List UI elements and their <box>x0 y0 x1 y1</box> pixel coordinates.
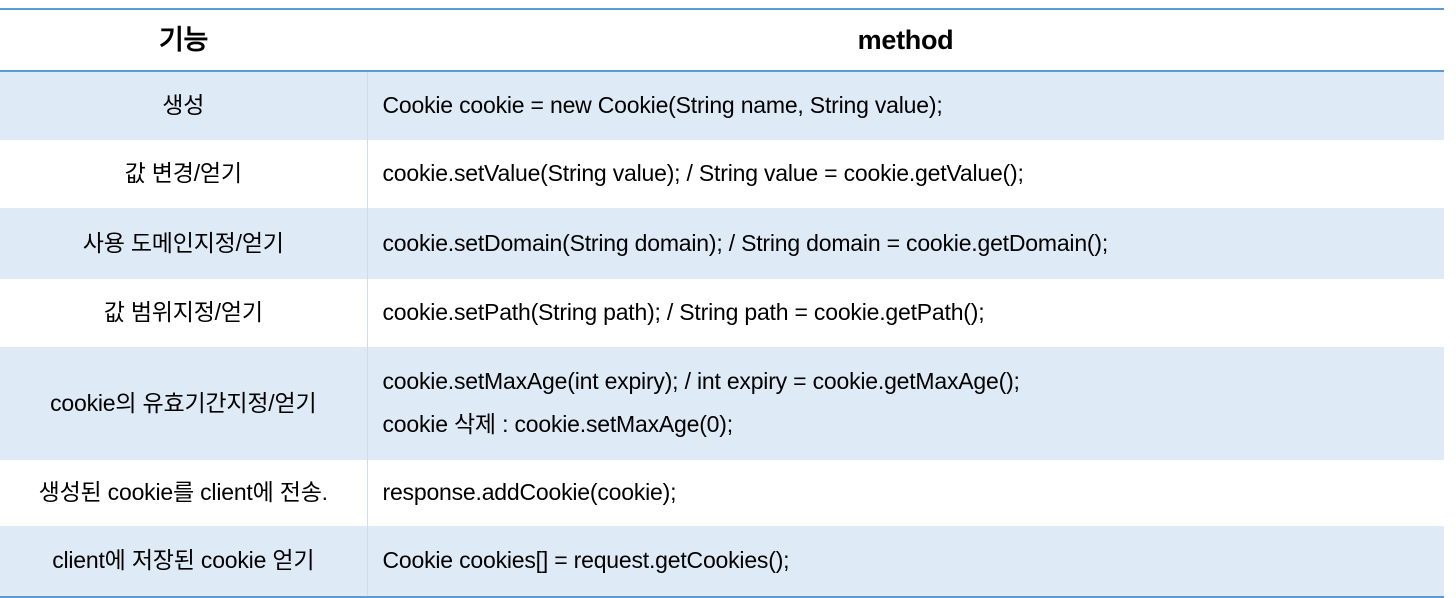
cell-method: cookie.setMaxAge(int expiry); / int expi… <box>367 347 1444 460</box>
cell-feature: 사용 도메인지정/얻기 <box>0 207 368 279</box>
method-line: cookie.setMaxAge(int expiry); / int expi… <box>382 367 1020 394</box>
cell-feature: 생성된 cookie를 client에 전송. <box>0 459 368 526</box>
cookie-method-table-container: 기능 method 생성 Cookie cookie = new Cookie(… <box>0 8 1444 598</box>
cookie-method-table: 기능 method 생성 Cookie cookie = new Cookie(… <box>0 8 1444 598</box>
cell-feature: 값 변경/얻기 <box>0 139 368 208</box>
table-row: 생성된 cookie를 client에 전송. response.addCook… <box>0 459 1444 526</box>
table-row: 생성 Cookie cookie = new Cookie(String nam… <box>0 70 1444 140</box>
cell-method: Cookie cookies[] = request.getCookies(); <box>367 525 1444 598</box>
cell-feature: cookie의 유효기간지정/얻기 <box>0 346 368 460</box>
table-row: cookie의 유효기간지정/얻기 cookie.setMaxAge(int e… <box>0 346 1444 460</box>
table-header-row: 기능 method <box>0 8 1444 72</box>
table-row: 값 범위지정/얻기 cookie.setPath(String path); /… <box>0 278 1444 347</box>
cell-method: cookie.setDomain(String domain); / Strin… <box>367 208 1444 279</box>
table-row: client에 저장된 cookie 얻기 Cookie cookies[] =… <box>0 525 1444 598</box>
column-header-method: method <box>367 8 1444 72</box>
cell-feature: 값 범위지정/얻기 <box>0 278 368 347</box>
cell-method: Cookie cookie = new Cookie(String name, … <box>367 71 1444 140</box>
method-line: response.addCookie(cookie); <box>382 479 677 506</box>
table-body: 생성 Cookie cookie = new Cookie(String nam… <box>0 70 1444 598</box>
method-line: cookie.setValue(String value); / String … <box>382 160 1024 187</box>
cell-method: cookie.setValue(String value); / String … <box>367 140 1444 208</box>
method-line: cookie.setPath(String path); / String pa… <box>382 299 985 326</box>
cell-method: response.addCookie(cookie); <box>367 460 1444 526</box>
method-line: Cookie cookies[] = request.getCookies(); <box>382 547 790 574</box>
method-line: cookie 삭제 : cookie.setMaxAge(0); <box>382 411 734 438</box>
cell-method: cookie.setPath(String path); / String pa… <box>367 279 1444 347</box>
table-header: 기능 method <box>0 8 1444 72</box>
column-header-feature: 기능 <box>0 8 367 72</box>
cell-feature: 생성 <box>0 70 368 140</box>
cell-feature: client에 저장된 cookie 얻기 <box>0 525 368 598</box>
table-row: 사용 도메인지정/얻기 cookie.setDomain(String doma… <box>0 207 1444 279</box>
method-line: cookie.setDomain(String domain); / Strin… <box>382 229 1109 256</box>
table-row: 값 변경/얻기 cookie.setValue(String value); /… <box>0 139 1444 208</box>
method-line: Cookie cookie = new Cookie(String name, … <box>382 92 943 119</box>
